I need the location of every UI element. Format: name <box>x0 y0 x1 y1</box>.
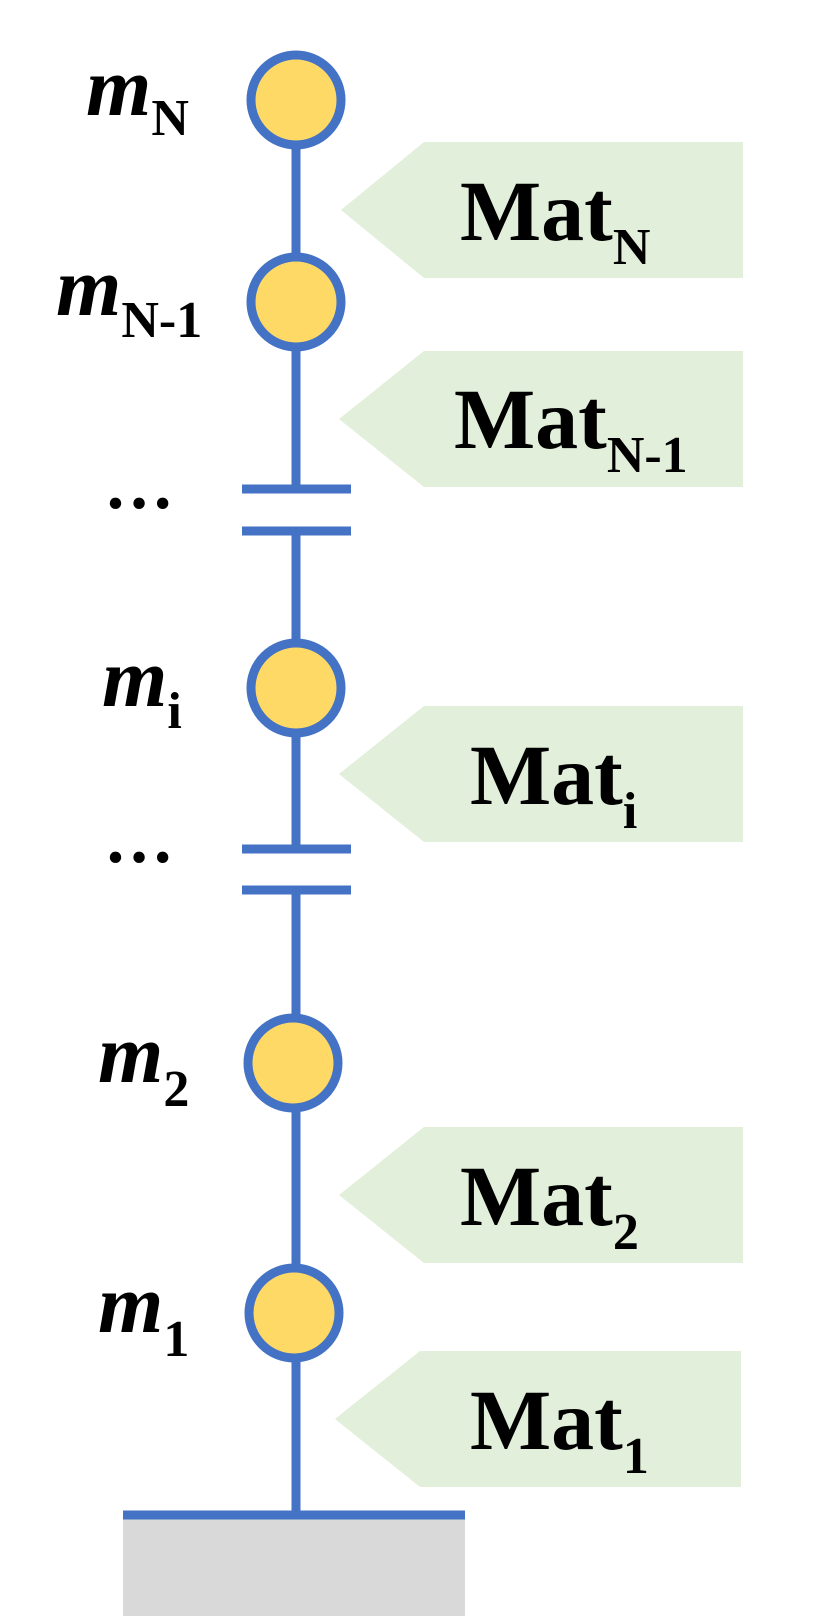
mass-label-base: m <box>98 1008 163 1101</box>
material-label-base: Mat <box>454 371 607 467</box>
material-label-i: Mati <box>470 727 637 840</box>
material-label-sub: N-1 <box>607 427 688 484</box>
mass-label-2: m2 <box>98 1008 189 1118</box>
material-box-1 <box>335 1351 741 1487</box>
mass-label-base: m <box>86 41 151 134</box>
material-label-1: Mat1 <box>470 1372 649 1485</box>
mass-node-2 <box>243 1013 343 1113</box>
material-label-sub: i <box>623 783 637 840</box>
ground-block <box>123 1515 465 1616</box>
material-box-N-1 <box>339 351 743 487</box>
mass-label-N: mN <box>86 41 189 147</box>
material-box-2 <box>339 1127 743 1263</box>
material-box-i <box>339 706 743 842</box>
material-label-2: Mat2 <box>460 1148 639 1261</box>
mass-label-sub: N <box>151 90 189 147</box>
column-break-upper <box>242 484 351 536</box>
mass-node-1 <box>244 1263 344 1363</box>
mass-label-base: m <box>56 241 121 334</box>
mass-label-N-1: mN-1 <box>56 241 202 349</box>
mass-label-base: m <box>102 632 167 725</box>
mass-label-1: m1 <box>98 1258 189 1368</box>
mass-label-i: mi <box>102 632 182 740</box>
ellipsis-upper: … <box>104 447 174 524</box>
mass-node-N <box>246 50 346 150</box>
ellipsis-lower: … <box>104 801 174 878</box>
material-label-base: Mat <box>470 727 623 823</box>
mass-node-i <box>246 638 346 738</box>
material-label-sub: 1 <box>623 1428 649 1485</box>
material-label-sub: N <box>613 219 651 276</box>
material-label-base: Mat <box>470 1372 623 1468</box>
mass-label-base: m <box>98 1258 163 1351</box>
material-label-N: MatN <box>460 163 650 276</box>
material-label-N-1: MatN-1 <box>454 371 688 484</box>
material-label-base: Mat <box>460 163 613 259</box>
column-break-lower <box>242 844 351 895</box>
mass-node-N-1 <box>246 252 346 352</box>
mass-label-sub: i <box>167 683 181 740</box>
material-label-sub: 2 <box>613 1204 639 1261</box>
mass-label-sub: 2 <box>163 1061 189 1118</box>
material-label-base: Mat <box>460 1148 613 1244</box>
mass-label-sub: N-1 <box>121 292 202 349</box>
material-box-N <box>341 142 743 278</box>
mass-label-sub: 1 <box>163 1311 189 1368</box>
